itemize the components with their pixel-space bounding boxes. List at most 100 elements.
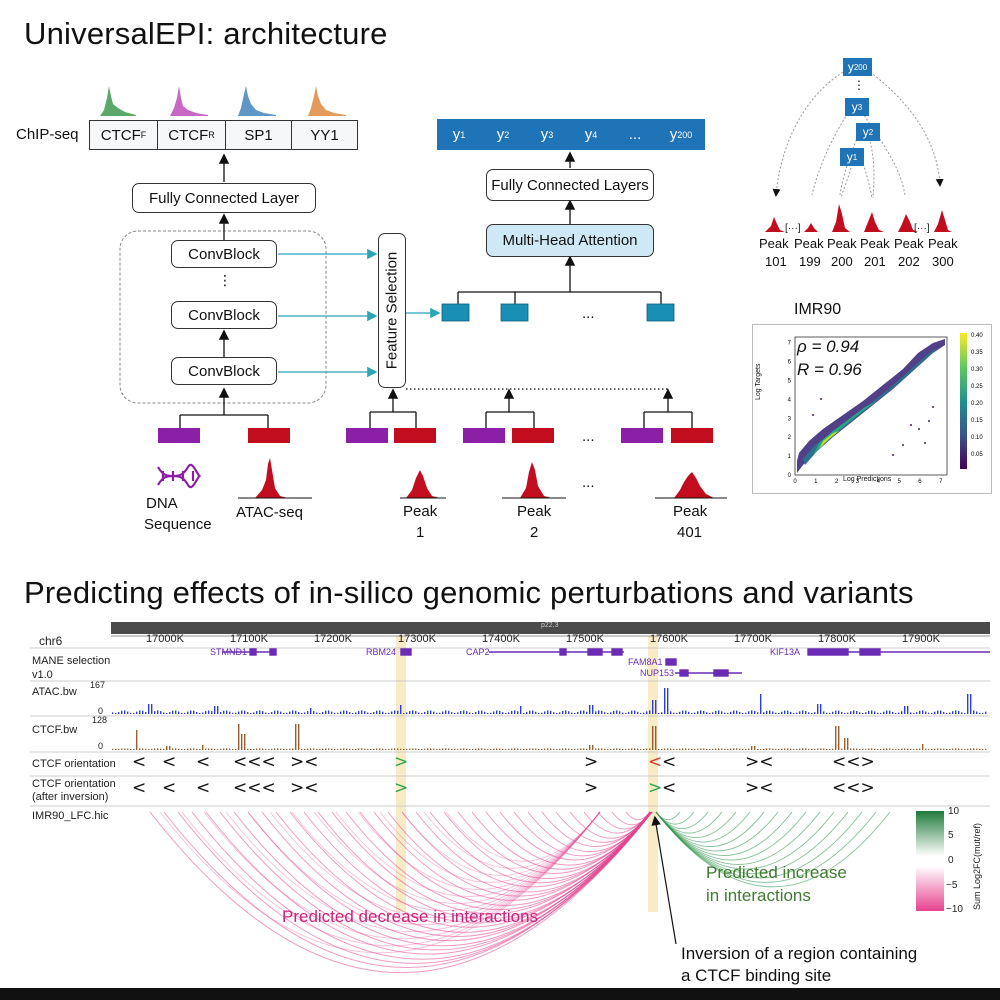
tree-peak-201-num: 201 bbox=[864, 254, 886, 269]
chipseq-signal-peaks bbox=[100, 86, 346, 116]
signal-bar bbox=[907, 748, 909, 750]
signal-bar bbox=[970, 748, 972, 750]
signal-bar bbox=[280, 748, 282, 750]
signal-bar bbox=[607, 748, 609, 750]
hic-arc bbox=[485, 811, 653, 866]
signal-bar bbox=[289, 748, 291, 750]
signal-bar bbox=[502, 712, 504, 714]
signal-bar bbox=[976, 748, 978, 750]
signal-bar bbox=[670, 748, 672, 750]
signal-bar bbox=[967, 694, 969, 714]
signal-bar bbox=[376, 710, 378, 714]
signal-bar bbox=[838, 710, 840, 714]
signal-bar bbox=[292, 710, 294, 714]
signal-bar bbox=[787, 748, 789, 750]
signal-bar bbox=[121, 710, 123, 714]
signal-bar bbox=[184, 712, 186, 714]
signal-bar bbox=[679, 748, 681, 750]
hic-arc bbox=[401, 811, 653, 893]
signal-bar bbox=[592, 745, 594, 750]
signal-bar bbox=[346, 748, 348, 750]
signal-bar bbox=[343, 748, 345, 750]
signal-bar bbox=[769, 748, 771, 750]
hic-arc bbox=[225, 811, 601, 933]
scatter-r: R = 0.96 bbox=[797, 360, 862, 379]
signal-bar bbox=[379, 748, 381, 750]
atac-track-min: 0 bbox=[98, 706, 104, 716]
signal-bar bbox=[472, 712, 474, 714]
signal-bar bbox=[625, 712, 627, 714]
signal-bar bbox=[670, 711, 672, 714]
signal-bar bbox=[400, 748, 402, 750]
signal-bar bbox=[793, 712, 795, 714]
peak401-signal-icon bbox=[655, 472, 727, 499]
signal-bar bbox=[646, 711, 648, 714]
output-sub: 4 bbox=[592, 129, 598, 140]
signal-bar bbox=[532, 710, 534, 714]
signal-bar bbox=[571, 748, 573, 750]
signal-bar bbox=[688, 748, 690, 750]
hic-arc bbox=[313, 811, 601, 904]
signal-bar bbox=[928, 712, 930, 714]
signal-bar bbox=[523, 712, 525, 714]
signal-bar bbox=[652, 700, 654, 714]
signal-bar bbox=[235, 712, 237, 714]
signal-bar bbox=[721, 748, 723, 750]
signal-bar bbox=[127, 711, 129, 714]
signal-bar bbox=[148, 704, 150, 714]
signal-bar bbox=[601, 748, 603, 750]
signal-bar bbox=[367, 712, 369, 714]
peak1-signal-icon bbox=[400, 470, 446, 499]
signal-bar bbox=[535, 711, 537, 714]
signal-bar bbox=[472, 748, 474, 750]
signal-bar bbox=[364, 711, 366, 714]
signal-bar bbox=[673, 712, 675, 714]
signal-bar bbox=[334, 748, 336, 750]
signal-bar bbox=[553, 712, 555, 714]
signal-bar bbox=[952, 711, 954, 714]
signal-bar bbox=[610, 748, 612, 750]
signal-bar bbox=[799, 748, 801, 750]
output-label: ... bbox=[628, 126, 642, 143]
signal-bar bbox=[577, 711, 579, 714]
signal-bar bbox=[778, 712, 780, 714]
signal-bar bbox=[418, 748, 420, 750]
ctcf-motif-arrow: <<< bbox=[233, 752, 276, 772]
genome-browser-graphics bbox=[30, 635, 990, 973]
signal-bar bbox=[706, 748, 708, 750]
signal-bar bbox=[148, 748, 150, 750]
tree-node-sub: 200 bbox=[853, 62, 868, 72]
signal-bar bbox=[352, 712, 354, 714]
inversion-annotation-line1: Inversion of a region containing bbox=[681, 944, 918, 963]
signal-bar bbox=[445, 710, 447, 714]
signal-bar bbox=[703, 710, 705, 714]
signal-bar bbox=[163, 712, 165, 714]
signal-bar bbox=[259, 748, 261, 750]
signal-bar bbox=[853, 710, 855, 714]
scatter-xtick: 7 bbox=[939, 479, 943, 485]
peak-401-label: Peak bbox=[673, 503, 708, 520]
pos-17300k: 17300K bbox=[398, 633, 436, 645]
signal-bar bbox=[181, 712, 183, 714]
hic-arcs bbox=[149, 811, 891, 973]
signal-bar bbox=[283, 748, 285, 750]
signal-bar bbox=[649, 748, 651, 750]
architecture-title: UniversalEPI: architecture bbox=[24, 16, 388, 51]
signal-bar bbox=[571, 712, 573, 714]
signal-bar bbox=[223, 710, 225, 714]
signal-bar bbox=[832, 711, 834, 714]
signal-bar bbox=[628, 711, 630, 714]
scatter-ylabel: Log Targets bbox=[755, 363, 762, 400]
fully-connected-layer: Fully Connected Layer bbox=[132, 183, 316, 213]
signal-bar bbox=[388, 712, 390, 714]
signal-bar bbox=[985, 711, 987, 714]
signal-bar bbox=[850, 711, 852, 714]
signal-bar bbox=[490, 748, 492, 750]
chip-target-sub: R bbox=[208, 130, 215, 140]
convblock-top: ConvBlock bbox=[171, 240, 277, 268]
signal-bar bbox=[478, 748, 480, 750]
signal-bar bbox=[709, 749, 711, 750]
signal-bar bbox=[949, 712, 951, 714]
signal-bar bbox=[802, 748, 804, 750]
